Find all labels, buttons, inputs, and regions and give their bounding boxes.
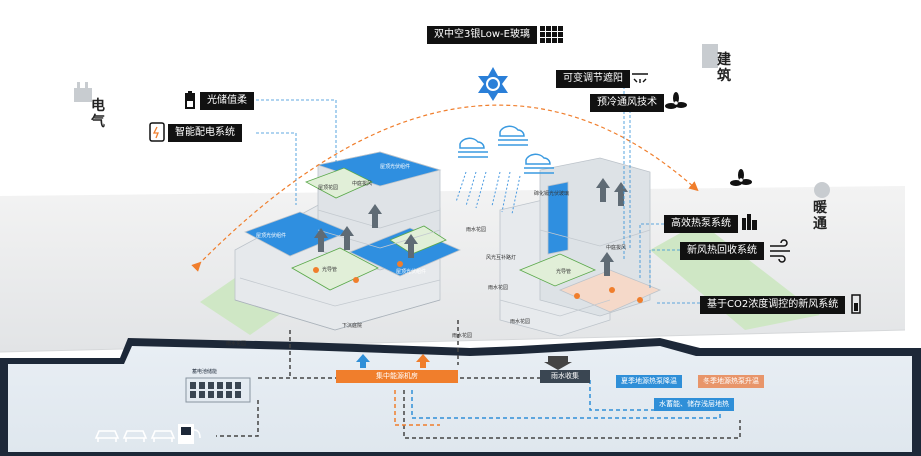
car-icons <box>94 430 176 442</box>
category-char: 电 <box>91 98 105 114</box>
heat-pump-icon <box>742 214 757 230</box>
pv-roof-label-1: 屋顶光伏组件 <box>380 164 411 170</box>
roof-garden-label: 屋顶花园 <box>318 185 339 191</box>
courtyard-wind-label: 中庭拔风 <box>352 181 373 187</box>
underground-inner <box>8 346 912 452</box>
wind-pv-light-label: 风光互补路灯 <box>486 255 517 261</box>
category-char: 筑 <box>717 68 731 84</box>
rain-garden-label-4: 雨水花园 <box>488 285 509 291</box>
sun-shade-icon <box>632 73 648 83</box>
courtyard-wind-label-2: 中庭拔风 <box>606 245 627 251</box>
sunken-court-label: 下沉庭院 <box>342 323 363 329</box>
category-hvac: 暖 通 <box>812 200 828 232</box>
sun-icon <box>478 67 508 101</box>
glass-window-icon <box>540 26 563 43</box>
battery-room-label: 蓄电池储能 <box>192 369 218 375</box>
heat-pump-label: 高效热泵系统 <box>664 215 738 233</box>
cloud-icons <box>458 125 554 174</box>
light-pipe-label-1: 光导管 <box>322 267 338 273</box>
light-pipe-label-2: 光导管 <box>556 269 572 275</box>
rain-garden-label-5: 雨水花园 <box>510 319 531 325</box>
glass-label: 双中空3银Low-E玻璃 <box>427 26 537 44</box>
battery-bank <box>185 377 251 403</box>
energy-up-arrows <box>356 354 572 370</box>
pv-roof-label-2: 屋顶光伏组件 <box>256 233 287 239</box>
building-category-icon <box>702 44 718 68</box>
precool-ventilation-label: 预冷通风技术 <box>590 94 664 112</box>
water-storage-label: 水蓄能、储存浅层地热 <box>654 398 734 411</box>
sun-arc <box>191 104 699 272</box>
distribution-box-icon <box>149 122 165 142</box>
plug-category-icon <box>74 82 92 102</box>
category-building: 建 筑 <box>716 52 732 84</box>
category-char: 通 <box>813 216 827 232</box>
rain-garden-label-1: 雨水花园 <box>226 341 247 347</box>
adjustable-shading-label: 可变调节遮阳 <box>556 70 630 88</box>
wind-icon <box>770 239 790 263</box>
fan-icon-2 <box>730 169 752 186</box>
pv-storage-label: 光储值柔 <box>200 92 254 110</box>
rain-collection-label: 雨水收集 <box>540 370 590 383</box>
energy-room-label: 集中能源机房 <box>336 370 458 383</box>
category-char: 暖 <box>813 200 827 216</box>
hvac-category-icon <box>814 182 830 198</box>
rain-garden-label-3: 雨水花园 <box>466 227 487 233</box>
sensor-dots <box>313 261 643 303</box>
fan-icon <box>665 92 687 109</box>
facade-pv-label: 碲化镉光伏玻璃 <box>534 191 570 197</box>
rain-lines <box>455 171 521 215</box>
rain-garden-label-2: 雨水花园 <box>452 333 473 339</box>
category-char: 建 <box>717 52 731 68</box>
heat-recovery-label: 新风热回收系统 <box>680 242 764 260</box>
ground-plane <box>0 186 905 352</box>
smart-distribution-label: 智能配电系统 <box>168 124 242 142</box>
battery-icon <box>185 91 195 109</box>
category-electric: 电 气 <box>90 98 106 130</box>
winter-heating-label: 冬季地源热泵升温 <box>698 375 764 388</box>
charger-icon <box>178 424 201 444</box>
summer-cooling-label: 夏季地源热泵降温 <box>616 375 682 388</box>
co2-ventilation-label: 基于CO2浓度调控的新风系统 <box>700 296 846 314</box>
co2-icon <box>851 294 861 314</box>
category-char: 气 <box>91 114 105 130</box>
pv-roof-label-3: 屋顶光伏组件 <box>396 269 427 275</box>
underground-pipes <box>216 320 741 439</box>
